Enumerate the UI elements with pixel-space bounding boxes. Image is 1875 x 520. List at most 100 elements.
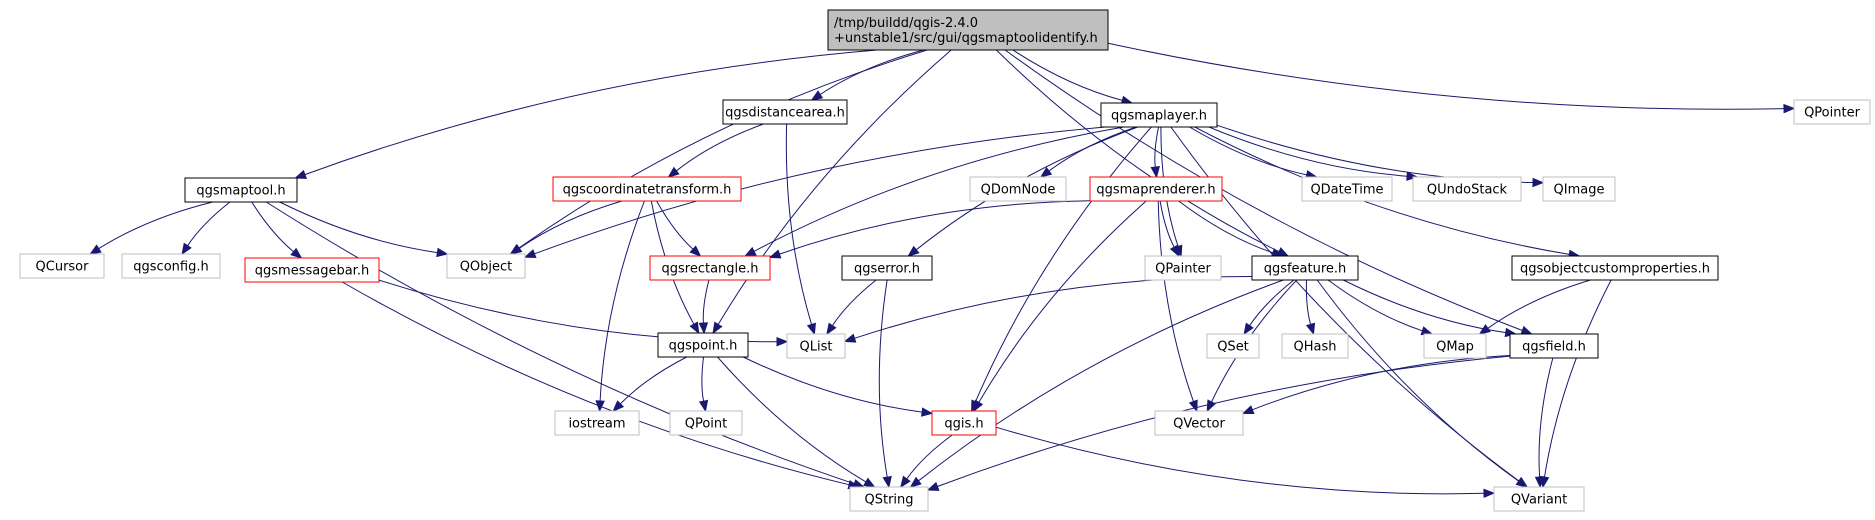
- node-qmap: QMap: [1423, 333, 1487, 359]
- node-qgspoint[interactable]: qgspoint.h: [657, 332, 749, 358]
- node-label: QList: [800, 340, 833, 355]
- edge-line: [599, 200, 645, 402]
- node-qgsmaprenderer[interactable]: qgsmaprenderer.h: [1089, 176, 1223, 202]
- edge-line: [1159, 200, 1175, 248]
- node-qgscoordinatetransform[interactable]: qgscoordinatetransform.h: [552, 176, 742, 202]
- edge-line: [918, 279, 1284, 482]
- node-root[interactable]: /tmp/buildd/qgis-2.4.0+unstable1/src/gui…: [827, 9, 1109, 51]
- arrowhead-icon: [595, 400, 605, 413]
- edge-line: [676, 123, 764, 172]
- node-qcursor: QCursor: [19, 253, 105, 279]
- node-qhash: QHash: [1281, 333, 1349, 359]
- node-qpointer: QPointer: [1793, 99, 1871, 125]
- edge-line: [701, 356, 705, 402]
- edge-line: [1194, 126, 1570, 255]
- arrowhead-icon: [523, 249, 537, 259]
- arrowhead-icon: [1188, 399, 1198, 413]
- edge-line: [534, 126, 1106, 255]
- arrowhead-icon: [436, 247, 449, 258]
- edge-qgsmaplayer-to-qundostack: [1208, 126, 1419, 181]
- edge-qgsfield-to-qvector: [1241, 355, 1511, 414]
- edge-line: [341, 281, 850, 486]
- node-qdatetime: QDateTime: [1301, 176, 1393, 202]
- edge-line: [518, 49, 928, 249]
- nodes-layer: /tmp/buildd/qgis-2.4.0+unstable1/src/gui…: [19, 9, 1871, 512]
- edge-line: [937, 355, 1511, 487]
- edge-qgsdistancearea-to-qlist: [785, 123, 816, 336]
- node-box: [849, 486, 929, 512]
- node-qgsmessagebar[interactable]: qgsmessagebar.h: [244, 257, 380, 283]
- node-qimage: QImage: [1542, 176, 1616, 202]
- arrowhead-icon: [826, 322, 837, 336]
- edge-qgsrectangle-to-qgspoint: [698, 279, 710, 335]
- node-label: QObject: [460, 260, 513, 275]
- node-box: [184, 177, 298, 203]
- node-qgis[interactable]: qgis.h: [931, 410, 997, 436]
- node-box: [1206, 333, 1260, 359]
- arrowhead-icon: [776, 336, 789, 347]
- arrowhead-icon: [698, 399, 709, 413]
- arrowhead-icon: [921, 407, 934, 417]
- node-label: QVector: [1173, 417, 1225, 432]
- edge-line: [1487, 279, 1591, 329]
- edge-line: [975, 126, 1152, 402]
- node-label: QString: [864, 493, 913, 508]
- node-label: qgsrectangle.h: [661, 262, 758, 277]
- node-qgsmaptool[interactable]: qgsmaptool.h: [184, 177, 298, 203]
- node-qvector: QVector: [1154, 410, 1244, 436]
- node-box: [1281, 333, 1349, 359]
- edge-line: [1252, 355, 1511, 411]
- edge-line: [1157, 200, 1194, 402]
- node-qvariant: QVariant: [1493, 486, 1585, 512]
- arrowhead-icon: [1534, 476, 1545, 489]
- arrowhead-icon: [1305, 322, 1316, 336]
- arrowhead-icon: [1150, 166, 1160, 179]
- node-qgsfield[interactable]: qgsfield.h: [1509, 333, 1599, 359]
- node-box: [552, 176, 742, 202]
- arrowhead-icon: [689, 321, 700, 335]
- node-qlist: QList: [786, 333, 846, 359]
- edge-qgscoordinatetransform-to-iostream: [595, 200, 645, 413]
- node-box: [722, 99, 848, 125]
- edge-line: [98, 201, 213, 250]
- node-label: QPainter: [1155, 262, 1211, 277]
- node-box: [827, 9, 1109, 51]
- node-label: qgsmaplayer.h: [1111, 109, 1207, 124]
- edge-line: [717, 49, 952, 325]
- edge-qgsmaplayer-to-qdatetime: [1189, 126, 1318, 180]
- node-qobject: QObject: [446, 253, 526, 279]
- node-qgsrectangle[interactable]: qgsrectangle.h: [649, 255, 771, 281]
- arrowhead-icon: [1520, 325, 1533, 335]
- node-qgsmaplayer[interactable]: qgsmaplayer.h: [1100, 102, 1218, 128]
- node-box: [121, 253, 221, 279]
- node-label: QVariant: [1511, 493, 1567, 508]
- arrowhead-icon: [926, 481, 940, 491]
- node-qgsdistancearea[interactable]: qgsdistancearea.h: [722, 99, 848, 125]
- node-qgsobjectcustomproperties[interactable]: qgsobjectcustomproperties.h: [1511, 255, 1719, 281]
- node-qgsfeature[interactable]: qgsfeature.h: [1251, 255, 1359, 281]
- edge-line: [995, 426, 1485, 495]
- edge-root-to-qgsmaptool: [294, 49, 878, 179]
- node-box: [786, 333, 846, 359]
- node-box: [1542, 176, 1616, 202]
- node-label: QHash: [1294, 340, 1337, 355]
- arrowhead-icon: [1783, 103, 1796, 114]
- edge-line: [831, 279, 877, 326]
- arrowhead-icon: [1515, 477, 1528, 488]
- node-label: qgsmessagebar.h: [255, 264, 369, 279]
- node-label: qgsdistancearea.h: [725, 106, 845, 121]
- arrowhead-icon: [806, 322, 816, 336]
- edge-qgsmaprenderer-to-qgis: [973, 200, 1147, 413]
- edge-line: [1048, 126, 1137, 172]
- node-box: [1423, 333, 1487, 359]
- edge-qgscoordinatetransform-to-qobject: [510, 200, 623, 255]
- edge-qgsfeature-to-qvariant: [1316, 279, 1528, 488]
- edge-line: [779, 200, 1091, 255]
- arrowhead-icon: [294, 169, 308, 179]
- arrowhead-icon: [882, 475, 892, 489]
- edge-line: [906, 434, 953, 480]
- edge-root-to-qobject: [509, 49, 928, 255]
- node-qgserror[interactable]: qgserror.h: [841, 255, 933, 281]
- arrowhead-icon: [1483, 488, 1496, 499]
